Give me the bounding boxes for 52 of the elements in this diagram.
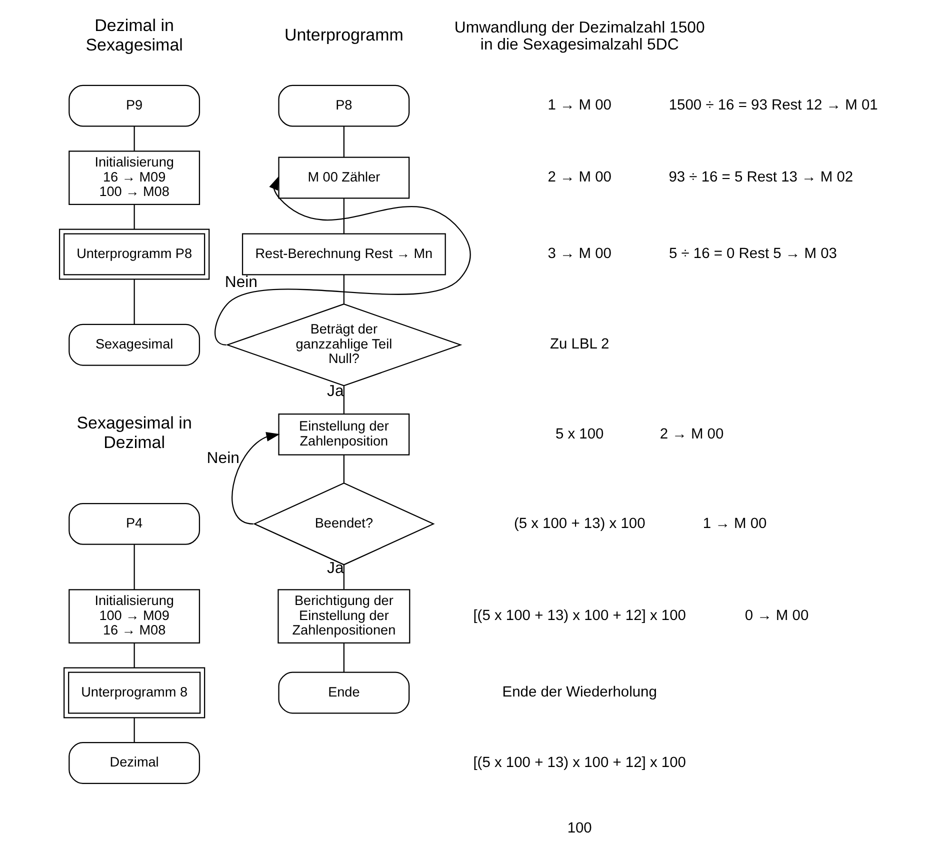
- node-label: Dezimal in Sexagesimal: [85, 16, 182, 54]
- connector: [342, 564, 344, 590]
- label: (5 x 100 + 13) x 100: [513, 516, 645, 532]
- node-box: Rest-Berechnung Rest → Mn: [241, 233, 446, 276]
- label: 2 → M 00: [547, 170, 612, 186]
- connector: [133, 126, 134, 151]
- label: Umwandlung der Dezimalzahl 1500 in die Sexagesimalzahl 5DC: [454, 19, 704, 54]
- label: Zu LBL 2: [550, 336, 609, 353]
- connector: [133, 642, 134, 668]
- connector: [342, 126, 344, 158]
- label: [(5 x 100 + 13) x 100 + 12] x 100: [472, 608, 686, 624]
- node-diamond: Beträgt der ganzzahlige Teil Null?: [225, 304, 462, 386]
- label: 3 → M 00: [547, 246, 612, 262]
- node-box: Dezimal: [68, 742, 200, 784]
- node-box: Einstellung der Zahlenposition: [278, 413, 410, 456]
- label: 2 → M 00: [659, 426, 724, 442]
- node-box: P8: [278, 84, 410, 127]
- node-box: Unterprogramm P8: [58, 228, 210, 280]
- connector: [133, 718, 134, 742]
- connector: [342, 198, 344, 234]
- node-box: Sexagesimal: [68, 324, 200, 366]
- connector: [133, 280, 134, 324]
- label: 1500 ÷ 16 = 93 Rest 12 → M 01: [668, 98, 878, 114]
- node-box: Berichtigung der Einstellung der Zahlenpositionen: [277, 589, 410, 644]
- label: 1 → M 00: [547, 98, 612, 114]
- label: [(5 x 100 + 13) x 100 + 12] x 100: [472, 754, 686, 771]
- node-box: M 00 Zähler: [278, 156, 410, 199]
- connector: [342, 454, 344, 484]
- connector: [342, 386, 344, 414]
- node-box: Ende: [278, 672, 410, 714]
- label: Ende der Wiederholung: [502, 684, 656, 701]
- label: 5 ÷ 16 = 0 Rest 5 → M 03: [668, 246, 836, 262]
- node-box: P4: [68, 502, 200, 545]
- node-box: P9: [68, 84, 200, 127]
- label: 100: [566, 820, 592, 837]
- label: 1 → M 00: [702, 516, 766, 532]
- connector: [133, 544, 134, 590]
- label: 5 x 100: [554, 426, 604, 442]
- node-box: Initialisierung 16 → M09 100 → M08: [68, 150, 200, 205]
- connector: [342, 275, 344, 304]
- connector: [342, 642, 344, 672]
- connector: [133, 204, 134, 230]
- edge-label: Nein: [224, 274, 257, 291]
- edge-label: Nein: [206, 450, 239, 468]
- label: 93 ÷ 16 = 5 Rest 13 → M 02: [668, 170, 853, 186]
- node-label: Unterprogramm: [284, 26, 403, 45]
- node-box: Unterprogramm 8: [63, 667, 205, 718]
- arrow: [231, 432, 280, 524]
- node-label: Sexagesimal in Dezimal: [76, 414, 192, 452]
- node-box: Initialisierung 100 → M09 16 → M08: [68, 589, 200, 644]
- arrow: [214, 176, 470, 346]
- label: 0 → M 00: [744, 608, 808, 624]
